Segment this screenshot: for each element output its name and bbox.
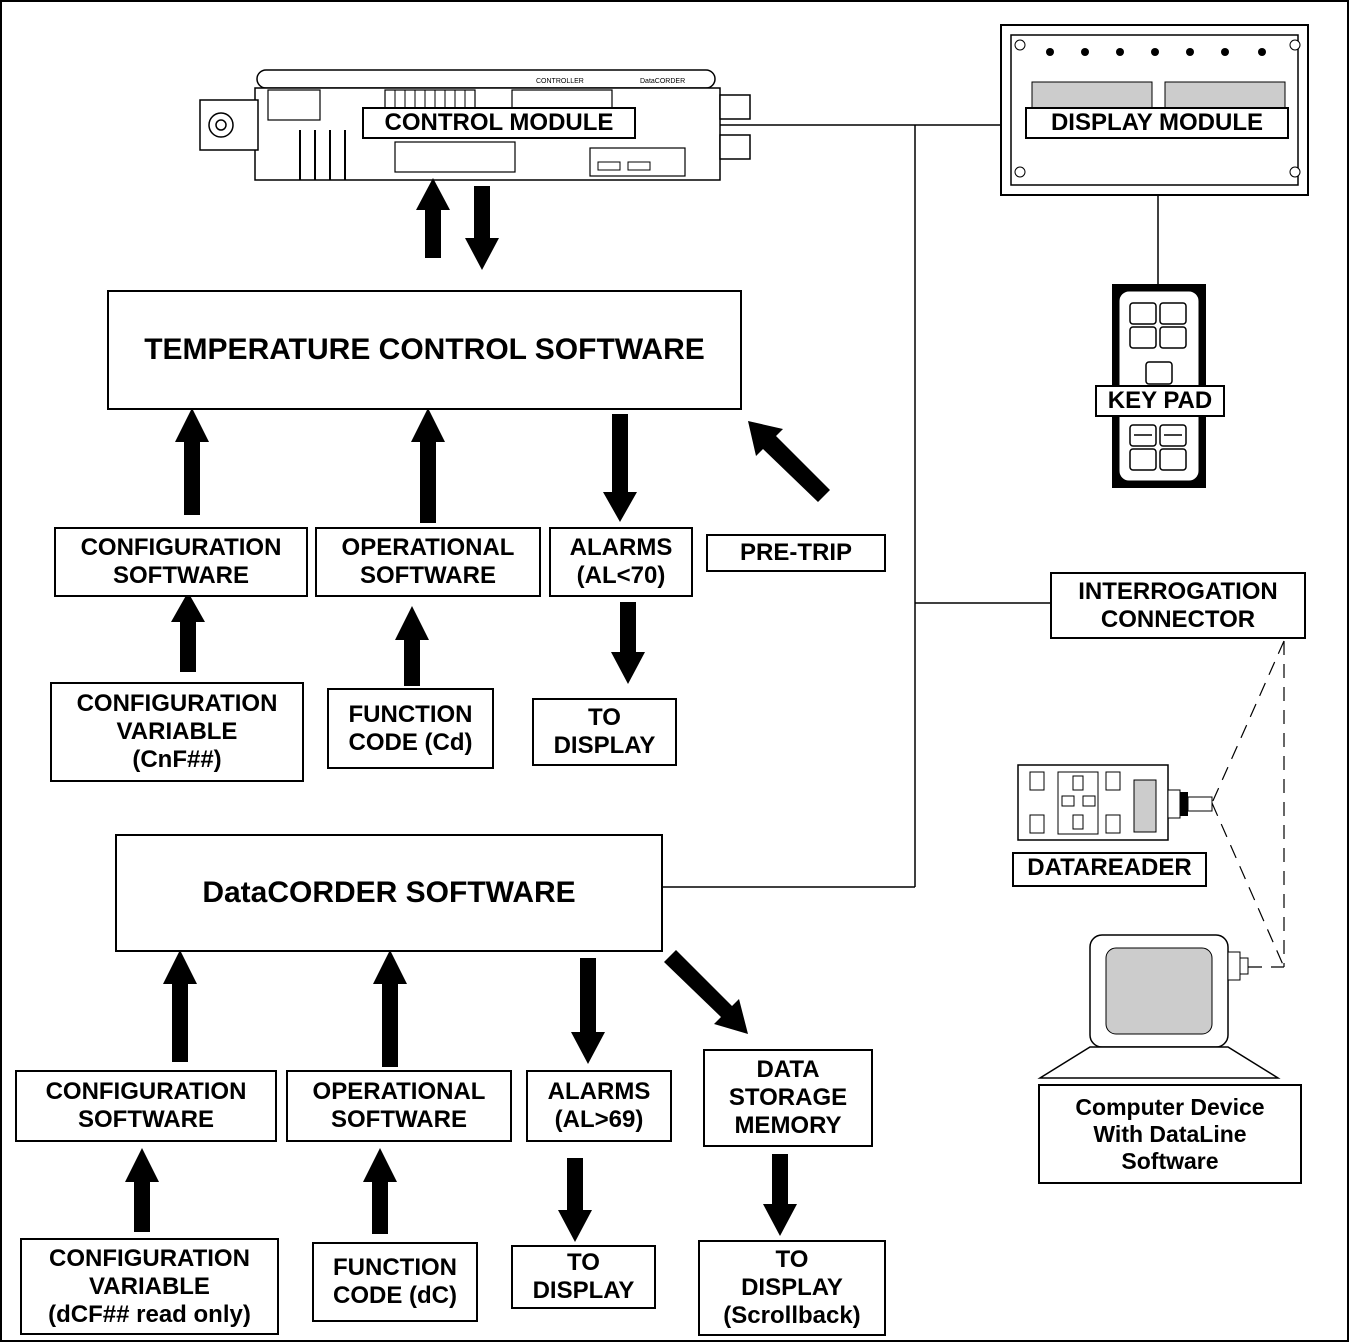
dc-config-software-box: CONFIGURATION SOFTWARE [15,1070,277,1142]
alarms-box: ALARMS (AL<70) [549,527,693,597]
arrow-dc-storage [664,950,748,1034]
dc-to-display-box: TO DISPLAY [511,1245,656,1309]
function-code-box: FUNCTION CODE (Cd) [327,688,494,769]
arrow-down-from-control [465,186,499,270]
arrow-up-config [175,408,209,515]
arrow-down-alarms-display [611,602,645,684]
computer-drawing [1037,934,1281,1079]
arrow-up-dc-function-code [363,1148,397,1234]
arrow-down-alarms [603,414,637,522]
to-display-box: TO DISPLAY [532,698,677,766]
arrow-pre-trip [748,421,830,502]
datareader-drawing [1017,764,1213,841]
dc-config-variable-box: CONFIGURATION VARIABLE (dCF## read only) [20,1238,279,1335]
dc-operational-software-box: OPERATIONAL SOFTWARE [286,1070,512,1142]
arrow-down-dc-alarms [571,958,605,1064]
arrow-up-to-control [416,178,450,258]
dc-to-display-scrollback-box: TO DISPLAY (Scrollback) [698,1240,886,1336]
operational-software-box: OPERATIONAL SOFTWARE [315,527,541,597]
datareader-label: DATAREADER [1012,852,1207,887]
arrows [125,178,830,1242]
arrow-up-config-var [171,592,205,672]
dashed-lines [1211,640,1285,968]
connection-lines [663,124,1159,888]
arrow-up-operational [411,408,445,523]
datacorder-text: DataCORDER [640,78,685,85]
interrogation-connector-label: INTERROGATION CONNECTOR [1050,572,1306,639]
arrow-up-dc-operational [373,950,407,1067]
dc-alarms-box: ALARMS (AL>69) [526,1070,672,1142]
dc-function-code-box: FUNCTION CODE (dC) [312,1242,478,1322]
control-module-label: CONTROL MODULE [362,107,636,139]
display-module-label: DISPLAY MODULE [1025,107,1289,139]
arrow-up-dc-config [163,950,197,1062]
data-storage-memory-box: DATA STORAGE MEMORY [703,1049,873,1147]
computer-device-label: Computer Device With DataLine Software [1038,1084,1302,1184]
control-module-drawing: CONTROLLER DataCORDER [199,69,751,181]
arrow-down-dc-alarms-display [558,1158,592,1242]
arrow-up-function-code [395,606,429,686]
controller-text: CONTROLLER [536,78,584,85]
pre-trip-box: PRE-TRIP [706,534,886,572]
config-variable-box: CONFIGURATION VARIABLE (CnF##) [50,682,304,782]
config-software-box: CONFIGURATION SOFTWARE [54,527,308,597]
arrow-down-dc-storage-display [763,1154,797,1236]
key-pad-label: KEY PAD [1095,385,1225,417]
temperature-control-software-box: TEMPERATURE CONTROL SOFTWARE [107,290,742,410]
datacorder-software-box: DataCORDER SOFTWARE [115,834,663,952]
arrow-up-dc-config-var [125,1148,159,1232]
